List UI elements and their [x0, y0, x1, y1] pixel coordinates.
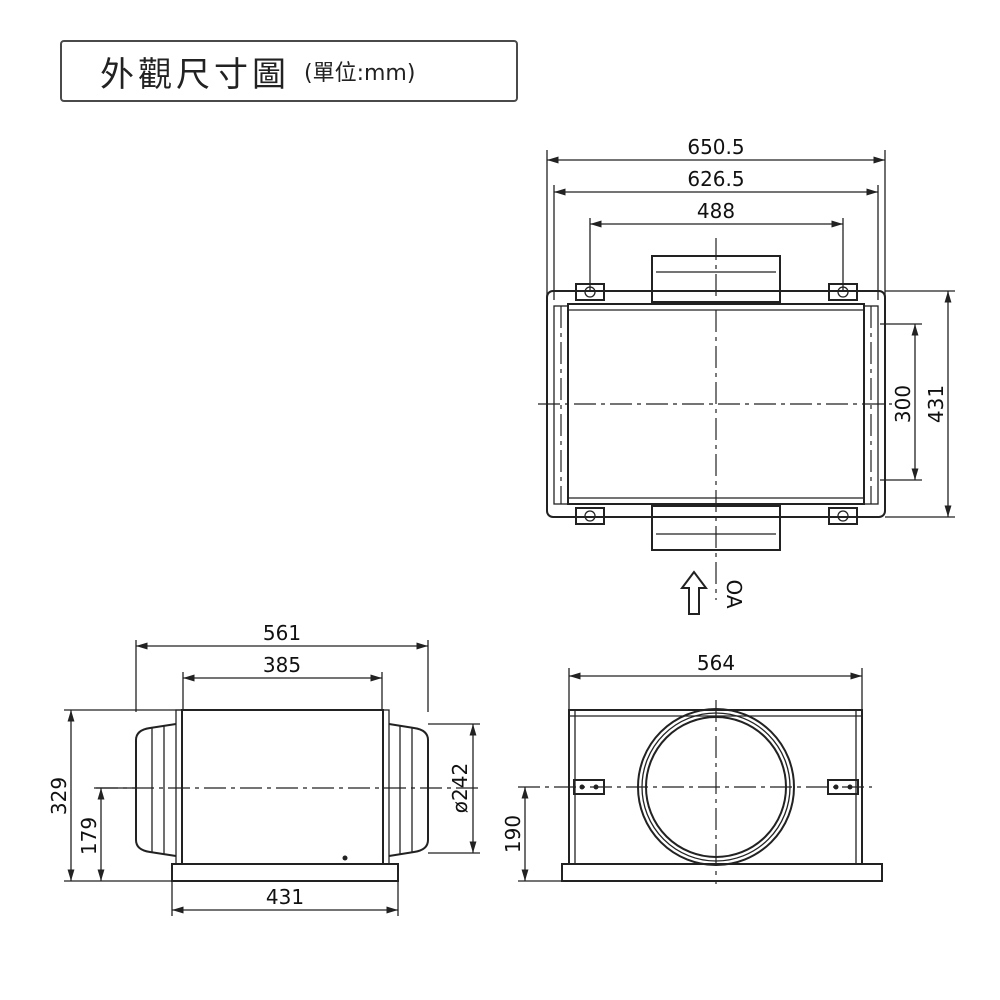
dim-488-label: 488 — [697, 199, 735, 223]
dim-242-label: ø242 — [448, 763, 472, 813]
dim-561-label: 561 — [263, 621, 301, 645]
dim-179-label: 179 — [77, 817, 101, 855]
unit-label: (單位:mm) — [304, 61, 416, 86]
dim-300-label: 300 — [891, 385, 915, 423]
dim-431-side-label: 431 — [266, 885, 304, 909]
side-left-duct — [135, 723, 177, 857]
dim-626-label: 626.5 — [687, 167, 744, 191]
title-box: 外觀尺寸圖 (單位:mm) — [60, 40, 518, 102]
dim-564-label: 564 — [697, 651, 735, 675]
dim-190-label: 190 — [501, 815, 525, 853]
page-title: 外觀尺寸圖 — [100, 54, 290, 95]
side-bottom-plate — [171, 863, 399, 882]
front-view: 564 190 — [501, 651, 883, 884]
dim-385-label: 385 — [263, 653, 301, 677]
front-base-plate — [561, 863, 883, 882]
dim-650-label: 650.5 — [687, 135, 744, 159]
airflow-label: OA — [722, 579, 746, 608]
dim-329-label: 329 — [47, 777, 71, 815]
top-view: 650.5 626.5 488 — [538, 135, 955, 615]
side-body — [181, 709, 384, 865]
airflow-arrow-icon — [680, 570, 708, 615]
top-hanger-brackets — [575, 283, 858, 525]
side-right-duct — [388, 723, 429, 857]
dim-431-top-label: 431 — [924, 385, 948, 423]
side-view: 561 385 329 179 ø242 431 — [47, 621, 480, 916]
